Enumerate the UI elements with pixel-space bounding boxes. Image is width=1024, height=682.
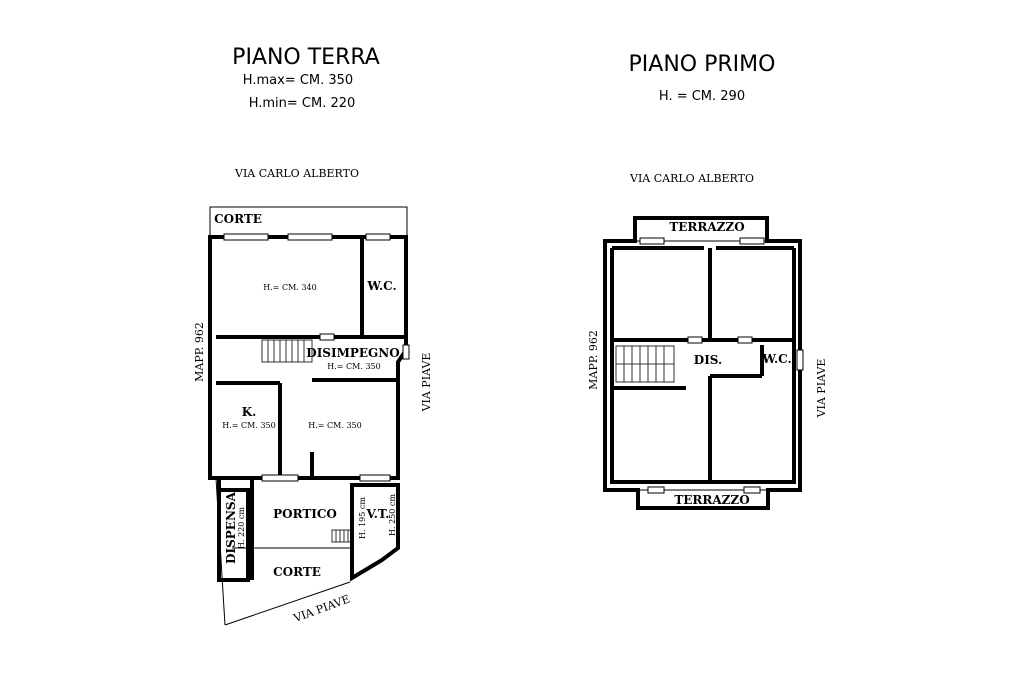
ground-dispensa-height: H. 220 cm — [237, 507, 246, 549]
ground-window-1 — [223, 233, 269, 241]
ground-vt-height-1: H. 195 cm — [358, 497, 367, 539]
first-window-2 — [739, 237, 765, 245]
ground-window-7 — [359, 474, 391, 482]
ground-window-6 — [261, 474, 299, 482]
ground-disimpegno-label: DISIMPEGNO — [306, 346, 399, 360]
ground-floor-hmin: H.min= CM. 220 — [249, 96, 356, 111]
ground-vt-wall — [350, 483, 400, 582]
first-window-7 — [743, 486, 761, 494]
ground-wc-label: W.C. — [366, 279, 396, 293]
ground-window-4 — [319, 333, 335, 341]
ground-floor-hmax: H.max= CM. 350 — [243, 73, 353, 88]
ground-disimpegno-height: H.= CM. 350 — [327, 362, 380, 371]
ground-corte-top-label: CORTE — [214, 212, 262, 226]
first-wc-label: W.C. — [761, 352, 791, 366]
ground-corte-top-outline — [209, 206, 408, 235]
ground-dispensa-wall — [217, 478, 250, 582]
ground-vt-label: V.T. — [366, 507, 390, 521]
first-street-top: VIA CARLO ALBERTO — [629, 172, 754, 185]
first-dis-label: DIS. — [694, 353, 722, 367]
ground-floor-plan: VIA CARLO ALBERTO MAPP. 962 VIA PIAVE VI… — [193, 167, 433, 626]
ground-street-left: MAPP. 962 — [193, 322, 206, 382]
first-street-left: MAPP. 962 — [587, 330, 600, 390]
ground-window-3 — [365, 233, 391, 241]
first-street-right: VIA PIAVE — [815, 359, 828, 419]
ground-dispensa-label: DISPENSA — [224, 491, 238, 563]
ground-street-bottom: VIA PIAVE — [291, 593, 352, 626]
first-floor-title: PIANO PRIMO — [629, 52, 776, 77]
first-floor-plan: VIA CARLO ALBERTO MAPP. 962 VIA PIAVE — [587, 172, 828, 510]
ground-outer-wall — [208, 235, 408, 480]
ground-kitchen-height: H.= CM. 350 — [222, 421, 275, 430]
first-window-6 — [647, 486, 665, 494]
first-window-5 — [796, 349, 804, 371]
ground-street-right: VIA PIAVE — [420, 353, 433, 413]
ground-portico-label: PORTICO — [273, 507, 337, 521]
first-stair — [615, 345, 675, 383]
first-window-4 — [737, 336, 753, 344]
first-terrazzo-top-label: TERRAZZO — [669, 220, 744, 234]
first-floor-height: H. = CM. 290 — [659, 89, 745, 104]
ground-living-height: H.= CM. 350 — [308, 421, 361, 430]
ground-street-top: VIA CARLO ALBERTO — [234, 167, 359, 180]
ground-window-2 — [287, 233, 333, 241]
ground-floor-title: PIANO TERRA — [232, 45, 380, 70]
first-wall-inner-top — [610, 246, 796, 484]
ground-main-room-height: H.= CM. 340 — [263, 283, 316, 292]
ground-vt-height-2: H. 250 cm — [388, 494, 397, 536]
ground-stair — [261, 339, 313, 363]
ground-vt-stair — [331, 529, 353, 543]
ground-window-5 — [402, 344, 410, 360]
first-window-3 — [687, 336, 703, 344]
ground-corte-bottom-label: CORTE — [273, 565, 321, 579]
first-window-1 — [639, 237, 665, 245]
first-terrazzo-bottom-label: TERRAZZO — [674, 493, 749, 507]
ground-kitchen-label: K. — [242, 405, 257, 419]
